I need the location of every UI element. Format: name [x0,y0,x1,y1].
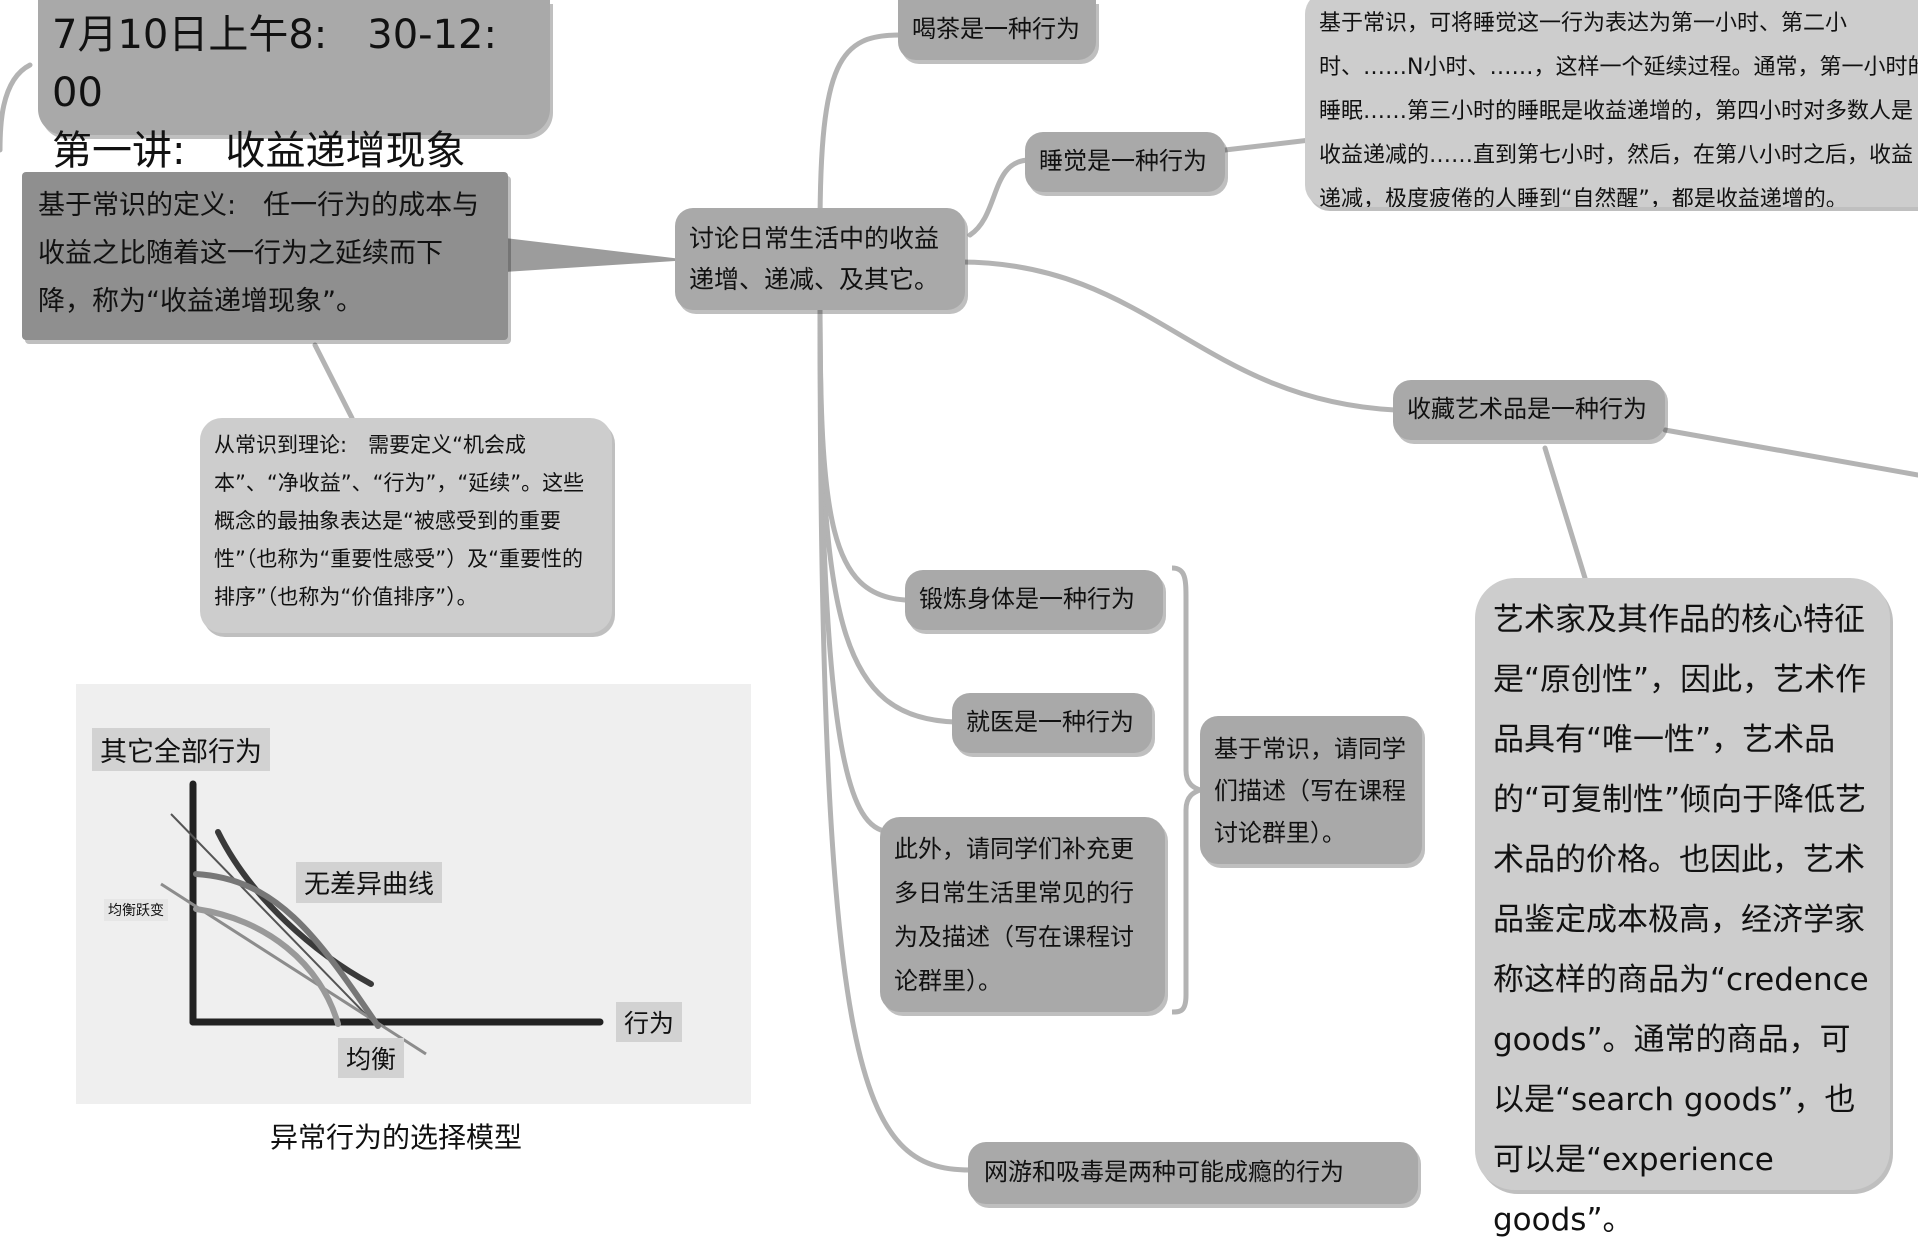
lecture-title: 第一讲: 收益递增现象 [52,128,466,174]
definition-node: 基于常识的定义: 任一行为的成本与收益之比随着这一行为之延续而下降，称为“收益递… [22,172,508,340]
branch-more: 此外，请同学们补充更多日常生活里常见的行为及描述（写在课程讨论群里）。 [880,817,1165,1012]
chart-caption: 异常行为的选择模型 [270,1121,523,1154]
group-bracket [1171,565,1207,1015]
branch-addiction: 网游和吸毒是两种可能成瘾的行为 [968,1142,1418,1204]
header-node: 7月10日上午8: 30-12: 00 第一讲: 收益递增现象 [38,0,550,174]
connector [0,62,33,153]
center-topic-text: 讨论日常生活中的收益递增、递减、及其它。 [689,224,940,294]
y-axis [189,780,604,1026]
connector [817,297,908,603]
budget-line-1 [170,813,379,1028]
branch-sleep-label: 睡觉是一种行为 [1039,147,1207,175]
annotation-equilibrium: 均衡 [338,1038,405,1078]
branch-doctor: 就医是一种行为 [952,693,1152,753]
annotation-equilibrium-jump: 均衡跃变 [104,899,168,921]
branch-more-text: 此外，请同学们补充更多日常生活里常见的行为及描述（写在课程讨论群里）。 [894,835,1134,995]
connector [312,342,355,421]
connector [1542,445,1588,581]
y-axis-label: 其它全部行为 [92,728,270,771]
sleep-note-text: 基于常识，可将睡觉这一行为表达为第一小时、第二小时、……N小时、……，这样一个延… [1319,11,1918,207]
describe-node: 基于常识，请同学们描述（写在课程讨论群里）。 [1200,716,1422,864]
art-note-node: 艺术家及其作品的核心特征是“原创性”，因此，艺术作品具有“唯一性”，艺术品的“可… [1475,578,1890,1238]
branch-addiction-label: 网游和吸毒是两种可能成瘾的行为 [984,1158,1344,1186]
sleep-note-node: 基于常识，可将睡觉这一行为表达为第一小时、第二小时、……N小时、……，这样一个延… [1305,0,1918,207]
branch-exercise: 锻炼身体是一种行为 [905,570,1163,630]
common-to-theory-text: 从常识到理论: 需要定义“机会成本”、“净收益”、“行为”，“延续”。这些概念的… [214,433,585,609]
pointer-arrow [505,238,690,272]
branch-art-label: 收藏艺术品是一种行为 [1407,395,1647,423]
indifference-curve-1 [215,829,374,987]
center-topic-node: 讨论日常生活中的收益递增、递减、及其它。 [675,208,965,310]
branch-art: 收藏艺术品是一种行为 [1393,380,1665,440]
connector [957,259,1398,413]
branch-tea-label: 喝茶是一种行为 [912,15,1080,43]
branch-sleep: 睡觉是一种行为 [1025,132,1225,192]
connector [1662,427,1918,478]
indifference-curve-2 [193,871,381,1029]
describe-text: 基于常识，请同学们描述（写在课程讨论群里）。 [1214,735,1406,847]
connector [817,297,973,1173]
date-line: 7月10日上午8: 30-12: 00 [52,12,537,116]
branch-tea: 喝茶是一种行为 [898,0,1096,60]
branch-doctor-label: 就医是一种行为 [966,708,1134,736]
art-note-text: 艺术家及其作品的核心特征是“原创性”，因此，艺术作品具有“唯一性”，艺术品的“可… [1493,602,1869,1238]
connector [817,297,958,725]
definition-text: 基于常识的定义: 任一行为的成本与收益之比随着这一行为之延续而下降，称为“收益递… [38,190,480,317]
common-to-theory-node: 从常识到理论: 需要定义“机会成本”、“净收益”、“行为”，“延续”。这些概念的… [200,418,612,633]
connector [1222,137,1313,153]
x-axis-label: 行为 [616,1002,683,1042]
chart-svg [160,780,604,1056]
annotation-indifference-curve: 无差异曲线 [296,862,443,903]
connector [817,32,903,233]
indifference-curve-3 [193,906,341,1027]
choice-model-chart: 其它全部行为 行为 无差异曲线 均衡跃变 均衡 [76,684,751,1104]
connector [967,157,1033,238]
branch-exercise-label: 锻炼身体是一种行为 [919,585,1135,613]
